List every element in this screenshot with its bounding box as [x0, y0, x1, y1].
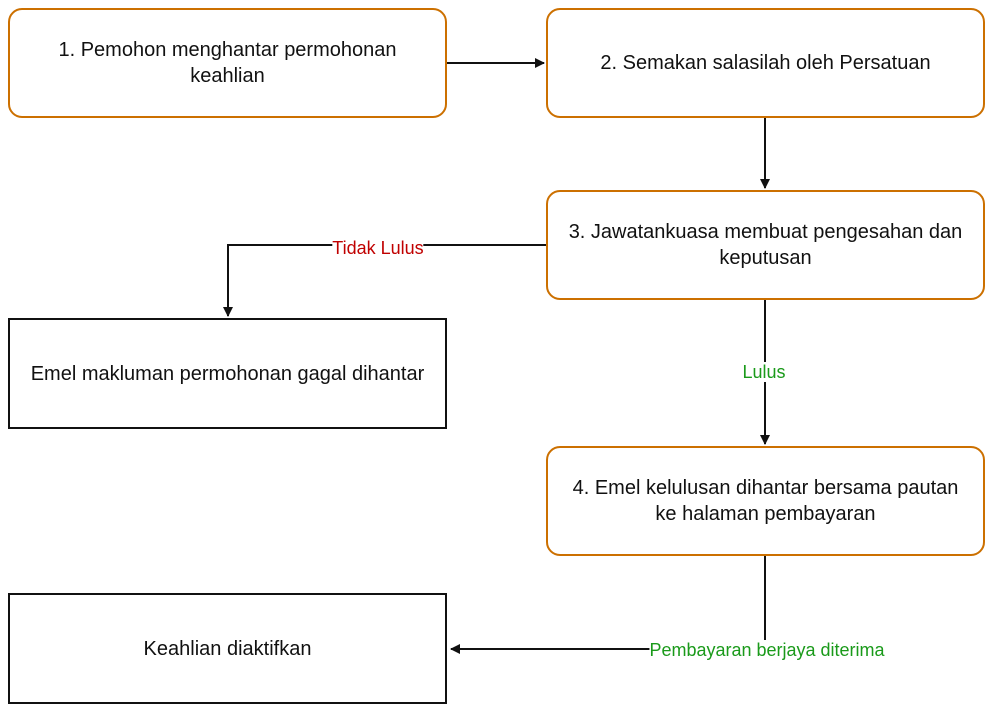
- step4-box: 4. Emel kelulusan dihantar bersama pauta…: [546, 446, 985, 556]
- arrow-step4-to-activated: [450, 556, 766, 654]
- payment-edge-label: Pembayaran berjaya diterima: [649, 640, 885, 660]
- step2-box: 2. Semakan salasilah oleh Persatuan: [546, 8, 985, 118]
- fail-email-text: Emel makluman permohonan gagal dihantar: [30, 362, 425, 385]
- fail-edge-label: Tidak Lulus: [332, 238, 424, 258]
- step4-text: 4. Emel kelulusan dihantar bersama pauta…: [572, 477, 959, 525]
- step1-box: 1. Pemohon menghantar permohonan keahlia…: [8, 8, 447, 118]
- step1-text: 1. Pemohon menghantar permohonan keahlia…: [58, 39, 397, 87]
- arrow-step3-to-fail: [223, 244, 546, 317]
- step3-box: 3. Jawatankuasa membuat pengesahan dan k…: [546, 190, 985, 300]
- pass-edge-label: Lulus: [742, 362, 786, 382]
- step2-text: 2. Semakan salasilah oleh Persatuan: [600, 52, 931, 74]
- fail-email-box: Emel makluman permohonan gagal dihantar: [8, 318, 447, 429]
- activated-box: Keahlian diaktifkan: [8, 593, 447, 704]
- step3-text: 3. Jawatankuasa membuat pengesahan dan k…: [568, 221, 963, 269]
- activated-text: Keahlian diaktifkan: [143, 637, 312, 660]
